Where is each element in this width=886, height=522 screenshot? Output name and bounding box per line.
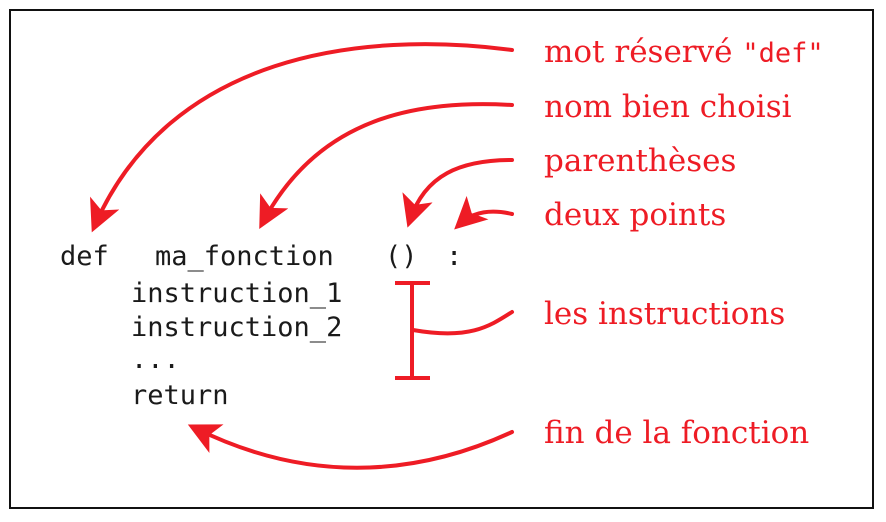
label-colon: deux points (544, 197, 727, 233)
label-function-name: nom bien choisi (544, 89, 792, 125)
arrow-to-colon (454, 195, 514, 230)
code-ellipsis: ... (131, 344, 180, 375)
label-function-end: fin de la fonction (544, 415, 810, 451)
code-function-name: ma_fonction (155, 241, 334, 272)
code-return: return (131, 380, 229, 411)
arrow-to-def (90, 42, 514, 233)
code-parentheses: () (385, 241, 418, 272)
code-colon: : (446, 241, 463, 272)
label-reserved-prefix: mot réservé (544, 34, 743, 70)
arrow-to-name (259, 102, 514, 230)
code-instruction-1: instruction_1 (131, 278, 343, 309)
label-parentheses: parenthèses (544, 143, 737, 179)
arrow-to-parens (402, 158, 514, 228)
instructions-bracket (395, 281, 430, 380)
code-instruction-2: instruction_2 (131, 312, 343, 343)
label-instructions: les instructions (544, 296, 786, 332)
label-reserved-def: "def" (742, 38, 824, 69)
code-keyword-def: def (60, 241, 109, 272)
arrow-from-instructions (411, 310, 514, 336)
arrow-to-return (187, 424, 514, 470)
label-reserved-word: mot réservé "def" (544, 37, 824, 68)
diagram-frame (9, 9, 874, 509)
